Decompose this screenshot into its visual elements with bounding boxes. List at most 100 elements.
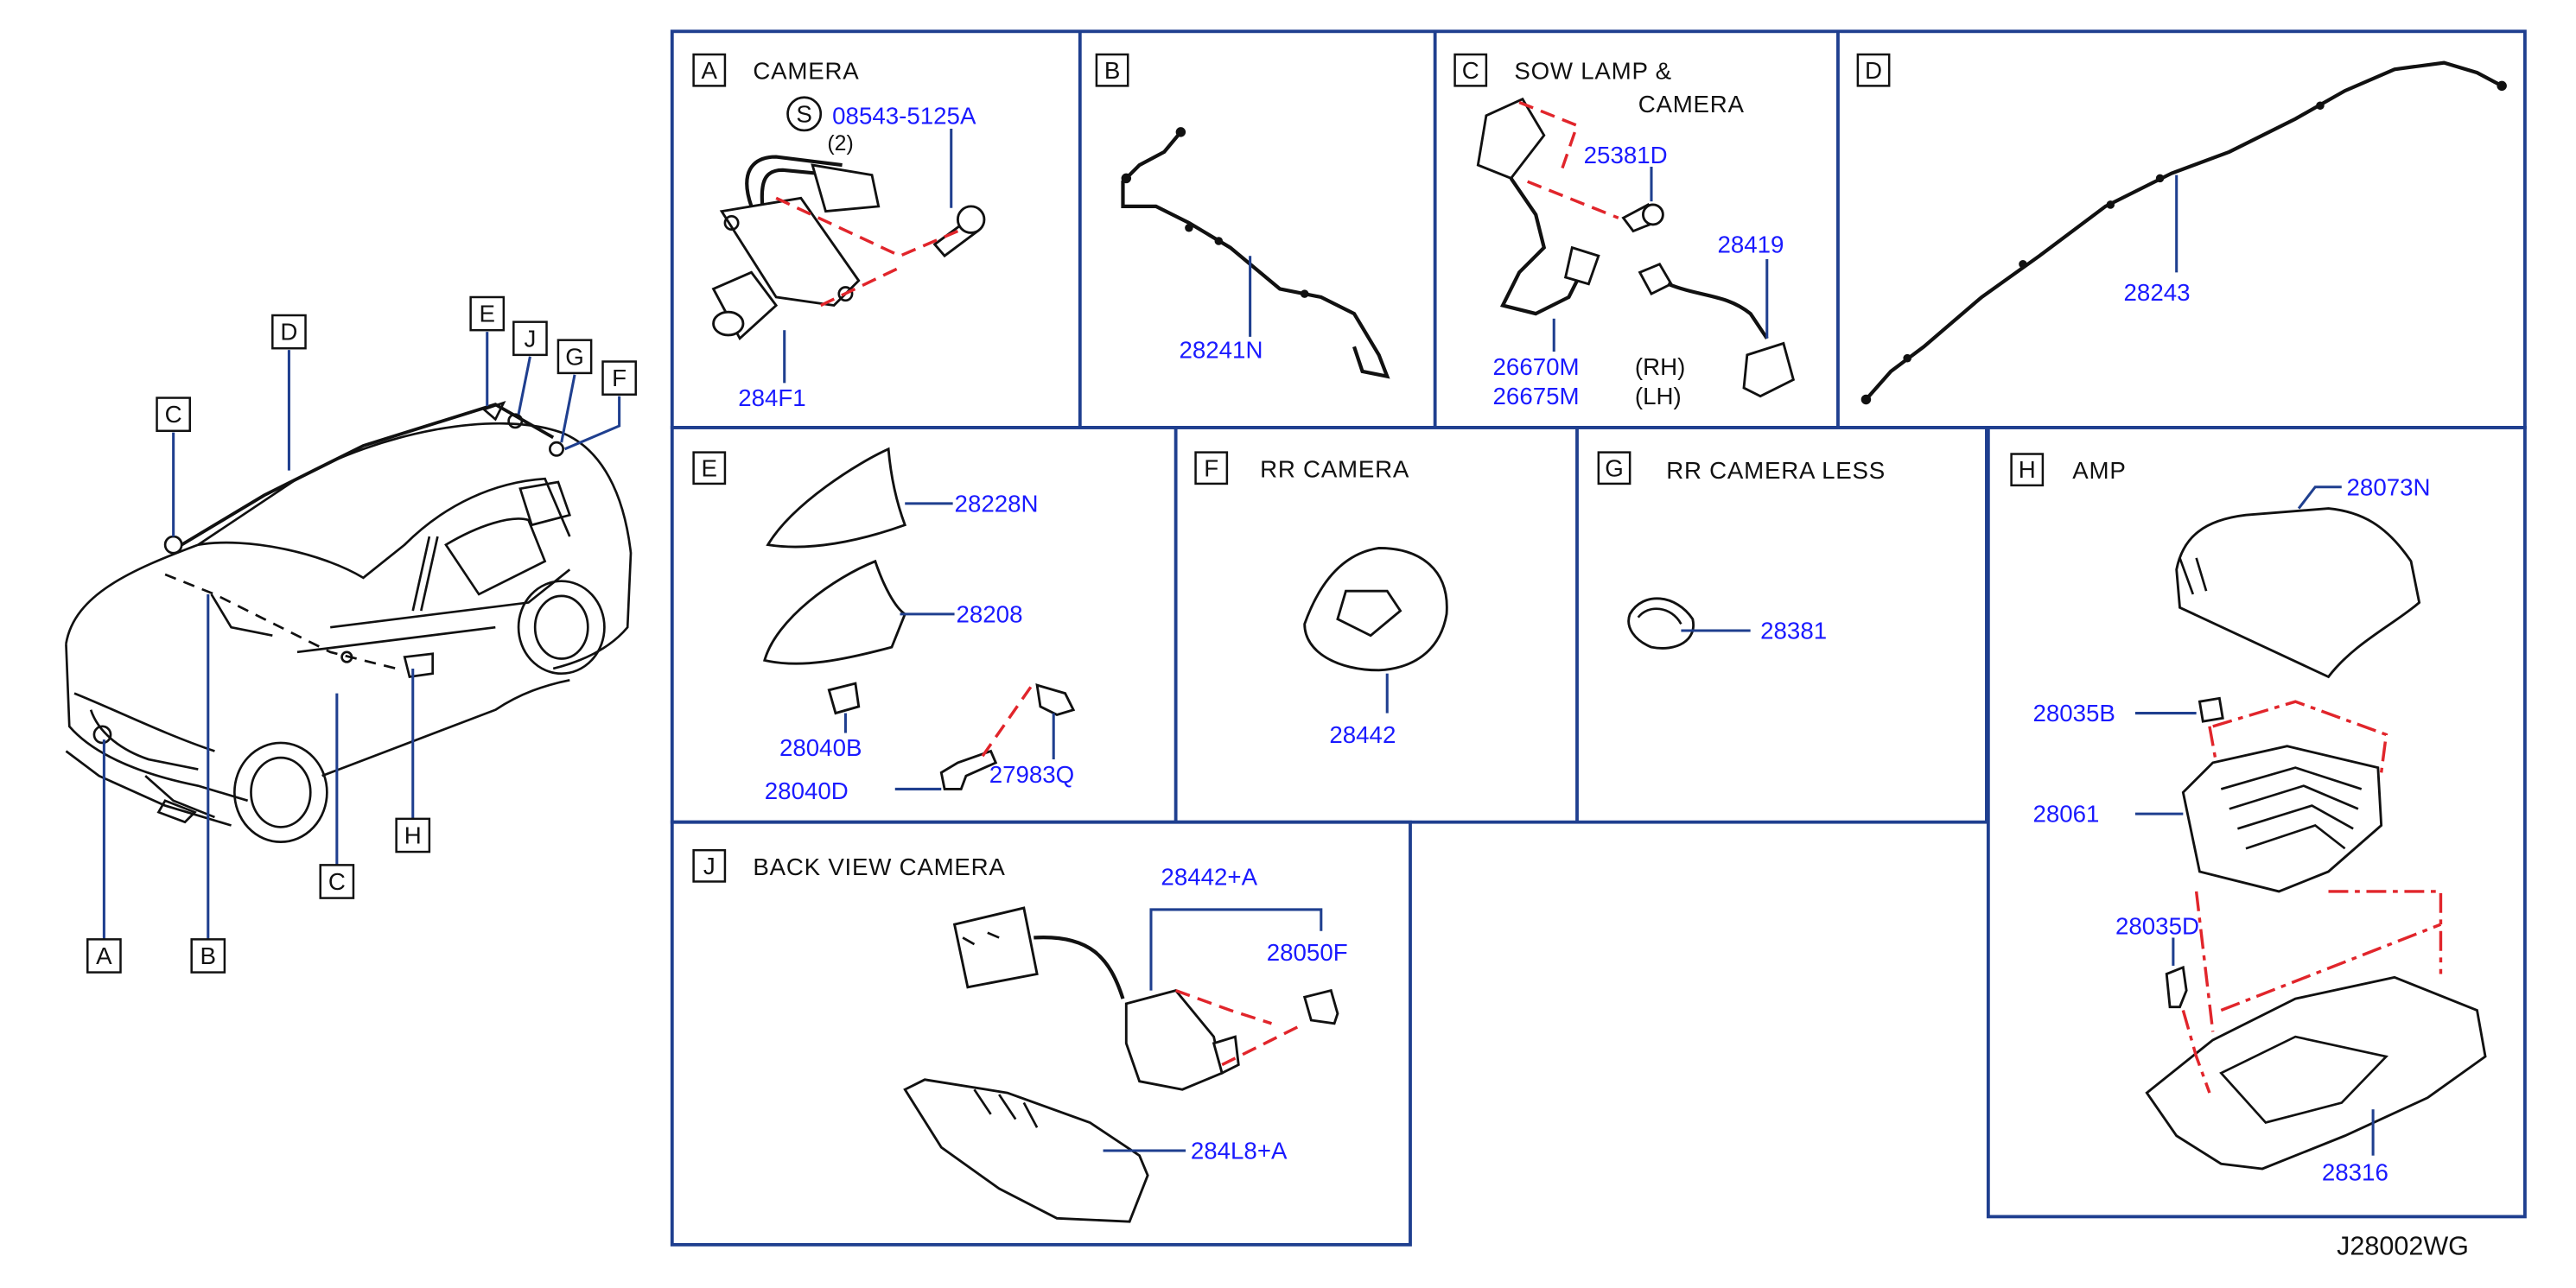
clip-drawing (1035, 683, 1076, 716)
screw-symbol: S (796, 100, 811, 127)
vehicle-callout-leaders (102, 332, 621, 940)
panel-f-letter-box (1194, 451, 1229, 485)
part-28243: 28243 (2124, 279, 2191, 306)
panel-g-title: RR CAMERA LESS (1666, 457, 1886, 484)
screw-qty: (2) (827, 132, 853, 155)
part-28040d: 28040D (765, 777, 849, 804)
harness-28243 (1864, 60, 2503, 401)
panel-b-letter: B (1104, 57, 1120, 84)
part-28381: 28381 (1760, 618, 1827, 644)
panel-h-title: AMP (2072, 457, 2126, 484)
part-28442-a: 28442+A (1161, 863, 1257, 890)
svg-text:G: G (565, 343, 584, 370)
antenna-cover-drawing (766, 447, 907, 549)
panel-a-camera: A CAMERA S 08543-5125A (2) 284F1 (692, 53, 986, 411)
panel-f-letter: F (1204, 454, 1218, 481)
part-28442: 28442 (1329, 721, 1396, 748)
garnish-drawing (903, 1078, 1149, 1223)
panel-d-harness: D 28243 (1856, 53, 2507, 405)
panel-b-harness: B 28241N (1095, 53, 1390, 379)
part-28073n: 28073N (2347, 473, 2431, 500)
part-26670m: 26670M (1493, 353, 1580, 380)
panel-frames (670, 29, 2527, 1247)
svg-text:F: F (612, 365, 627, 391)
panel-f-rr-camera: F RR CAMERA 28442 (1194, 451, 1448, 748)
panel-e-letter: E (702, 454, 717, 481)
panel-j-title: BACK VIEW CAMERA (753, 853, 1005, 880)
panel-c-letter: C (1462, 57, 1479, 84)
part-28061: 28061 (2032, 801, 2099, 828)
panel-h-amp: H AMP 28073N 28035B 28061 28035D 28316 (2010, 453, 2487, 1185)
vehicle-callout-d: D (271, 314, 307, 350)
svg-text:B: B (200, 942, 216, 969)
nut-drawing (827, 682, 861, 715)
part-28050f: 28050F (1267, 939, 1348, 966)
panel-e-antenna: E 28228N 28208 28040B 28040D 27983Q (692, 447, 1076, 804)
panel-g-letter-box (1597, 451, 1631, 485)
vehicle-callout-c-top: C (156, 397, 192, 433)
side-camera-drawing (1476, 97, 1796, 398)
vehicle-callout-f: F (601, 360, 637, 396)
part-27983q: 27983Q (989, 761, 1075, 788)
amp-bolt-drawing (2165, 965, 2188, 1009)
panel-c-sow-lamp-camera: C SOW LAMP & CAMERA 25381D 28419 26670M … (1453, 53, 1796, 409)
panel-a-letter: A (702, 57, 718, 84)
panel-h-letter: H (2019, 456, 2036, 483)
label-rh: (RH) (1635, 353, 1685, 380)
panel-b-letter-box (1095, 53, 1129, 87)
plug-drawing (1627, 597, 1695, 650)
part-28316: 28316 (2322, 1158, 2388, 1185)
part-28419: 28419 (1717, 231, 1784, 257)
part-08543-5125a: 08543-5125A (832, 102, 976, 129)
panel-a-title: CAMERA (753, 58, 859, 85)
part-28040b: 28040B (779, 734, 862, 761)
part-25381d: 25381D (1584, 142, 1668, 168)
panel-c-letter-box (1453, 53, 1488, 87)
svg-text:A: A (96, 942, 112, 969)
vehicle-overview: C D E J G F H C (65, 295, 637, 974)
panel-f-title: RR CAMERA (1260, 455, 1409, 482)
vehicle-callout-e: E (469, 295, 506, 332)
part-284l8-a: 284L8+A (1191, 1138, 1288, 1164)
svg-text:J: J (525, 325, 537, 352)
bolt-drawing (939, 749, 998, 790)
part-28228n: 28228N (955, 490, 1039, 517)
panel-j-letter: J (703, 853, 716, 879)
top-row-frame (670, 29, 2527, 429)
panel-g-rr-camera-less: G RR CAMERA LESS 28381 (1597, 451, 1886, 650)
antenna-base-drawing (763, 559, 906, 665)
diagram-id: J28002WG (2337, 1231, 2469, 1260)
part-284f1: 284F1 (738, 384, 806, 411)
car-body-outline (65, 422, 633, 843)
amp-bracket-drawing (2145, 975, 2487, 1171)
part-28035d: 28035D (2115, 913, 2199, 940)
back-camera-drawing (952, 906, 1339, 1091)
part-26675m: 26675M (1493, 383, 1580, 409)
svg-text:E: E (480, 301, 495, 327)
panel-h-letter-box (2010, 453, 2045, 487)
screw-symbol-circle (786, 96, 823, 132)
amp-cover-drawing (2175, 507, 2421, 679)
panel-j-back-view-camera: J BACK VIEW CAMERA 28442+A 28050F 284L8+… (692, 848, 1348, 1223)
part-28241n: 28241N (1179, 337, 1263, 364)
part-28035b: 28035B (2032, 700, 2115, 726)
svg-text:D: D (280, 319, 297, 346)
camera-drawing (711, 155, 986, 341)
amp-unit-drawing (2181, 745, 2383, 893)
vehicle-callout-h: H (395, 817, 431, 853)
vehicle-callout-g: G (557, 339, 593, 375)
vehicle-callout-a: A (86, 938, 122, 974)
panel-h-frame (1986, 426, 2527, 1219)
svg-text:C: C (165, 401, 182, 428)
panel-c-title-line2: CAMERA (1638, 91, 1745, 117)
svg-text:C: C (328, 868, 346, 895)
panel-g-letter: G (1605, 454, 1624, 481)
vehicle-callout-j: J (512, 320, 548, 357)
panel-j-letter-box (692, 848, 727, 883)
vehicle-callout-b: B (190, 938, 226, 974)
part-28208: 28208 (956, 600, 1022, 627)
svg-text:H: H (404, 822, 422, 849)
panel-a-letter-box (692, 53, 727, 87)
